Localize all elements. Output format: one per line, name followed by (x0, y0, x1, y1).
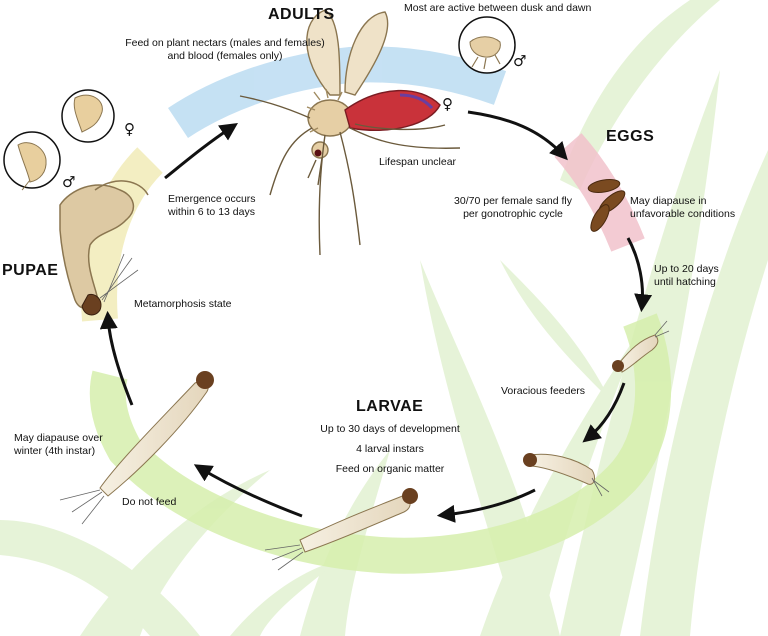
arrow-pupae-to-adults (164, 123, 238, 180)
note-eggs-diapause-line-2: unfavorable conditions (630, 208, 736, 220)
note-pupae-emerge-line-1: Emergence occurs (168, 193, 256, 205)
arrow-larva2-to-larva3 (436, 488, 536, 523)
note-larvae-diapause: May diapause over winter (4th instar) (14, 432, 103, 458)
note-eggs-diapause-line-1: May diapause in (630, 195, 707, 207)
magnifier-circle-icon (458, 16, 516, 74)
arrow-larva3-to-larva4 (193, 464, 303, 518)
note-eggs-count-line-2: per gonotrophic cycle (463, 208, 563, 220)
stage-title-adults: ADULTS (268, 6, 335, 23)
pupa-icon (59, 180, 149, 316)
larvae-band (89, 313, 672, 574)
magnifier-circle-icon (3, 131, 61, 191)
arrow-eggs-to-larvae (626, 237, 653, 313)
mosquito-icon (239, 9, 461, 256)
note-pupae-emerge-line-2: within 6 to 13 days (168, 206, 255, 218)
male-symbol: ♂ (62, 173, 76, 191)
note-larvae-instars: 4 larval instars (356, 443, 424, 455)
note-larvae-feed: Feed on organic matter (335, 463, 445, 475)
note-adult-lifespan: Lifespan unclear (379, 156, 457, 168)
note-eggs-count-line-1: 30/70 per female sand fly (454, 195, 572, 207)
note-adult-activity: Most are active between dusk and dawn (404, 2, 592, 14)
note-larvae-diapause-line-2: winter (4th instar) (14, 445, 96, 457)
female-symbol: ♀ (124, 120, 135, 138)
note-eggs-hatch-line-1: Up to 20 days (654, 263, 719, 275)
egg-icon (587, 178, 626, 232)
note-larvae-dev: Up to 30 days of development (320, 423, 460, 435)
magnifier-circle-icon (61, 89, 115, 143)
stage-title-eggs: EGGS (606, 128, 655, 145)
male-symbol: ♂ (513, 52, 527, 70)
larva-icon (59, 371, 214, 525)
note-pupae-meta: Metamorphosis state (134, 298, 232, 310)
arrow-larvae-to-pupae (99, 310, 134, 406)
arrow-adults-to-eggs (467, 110, 568, 161)
stage-title-larvae: LARVAE (356, 398, 424, 415)
larva-icon (264, 488, 418, 571)
stage-title-pupae: PUPAE (2, 262, 59, 279)
arrow-larva1-to-larva2 (582, 382, 626, 443)
note-adult-feed-line-1: Feed on plant nectars (males and females… (125, 37, 325, 49)
note-larvae-nofeed: Do not feed (122, 496, 177, 508)
note-larvae-voracious: Voracious feeders (501, 385, 586, 397)
note-eggs-diapause: May diapause in unfavorable conditions (630, 195, 735, 221)
note-eggs-hatch-line-2: until hatching (654, 276, 716, 288)
note-eggs-hatch: Up to 20 days until hatching (654, 263, 719, 289)
larva-icon (523, 453, 610, 497)
note-eggs-count: 30/70 per female sand fly per gonotrophi… (438, 195, 588, 221)
note-adult-feed-line-2: and blood (females only) (167, 50, 283, 62)
note-larvae-diapause-line-1: May diapause over (14, 432, 103, 444)
female-symbol: ♀ (442, 95, 453, 113)
note-adult-feed: Feed on plant nectars (males and females… (100, 37, 350, 63)
cycle-arrows (99, 110, 653, 523)
note-pupae-emerge: Emergence occurs within 6 to 13 days (168, 193, 256, 219)
larva-icon (612, 320, 670, 373)
